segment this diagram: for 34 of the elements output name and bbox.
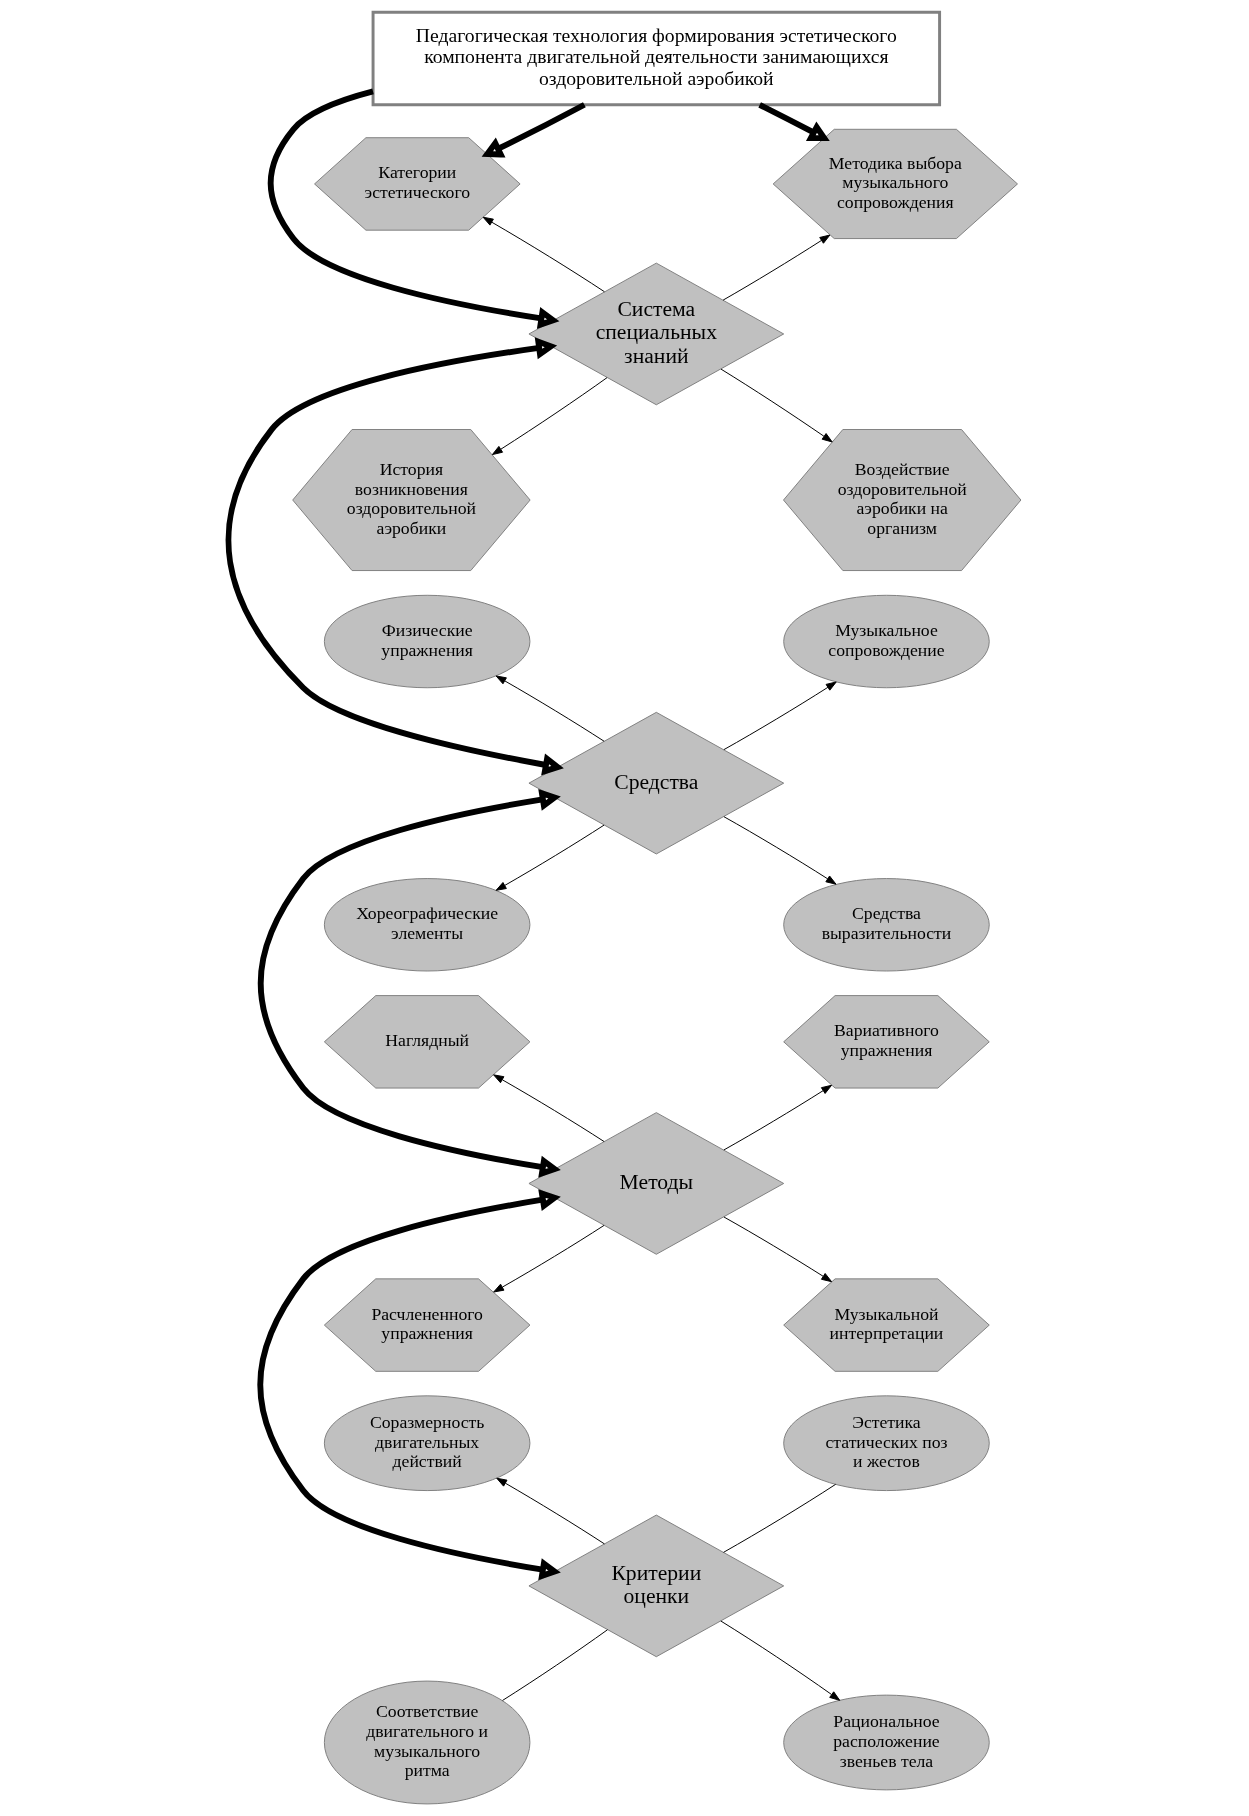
arrow (496, 1477, 605, 1545)
arrow (722, 234, 831, 301)
node-diamond: Система специальных знаний (528, 262, 785, 406)
arrow (493, 1074, 605, 1143)
arrow (257, 1189, 561, 1581)
arrow (723, 1084, 833, 1151)
arrow (491, 377, 608, 456)
arrow (495, 824, 605, 891)
arrow (723, 681, 837, 751)
node-diamond: Методы (528, 1112, 785, 1255)
node-ellipse: Средства выразительности (783, 878, 990, 972)
node-diamond: Критерии оценки (528, 1514, 785, 1658)
arrow (723, 816, 837, 885)
arrow (482, 216, 605, 293)
node-ellipse: Соответствие двигательного и музыкального ритма (323, 1680, 531, 1805)
connector (723, 1483, 837, 1553)
node-ellipse: Эстетика статических поз и жестов (783, 1395, 990, 1492)
arrow (758, 102, 830, 142)
node-ellipse: Соразмерность двигательных действий (323, 1395, 531, 1492)
node-ellipse: Физические упражнения (323, 594, 531, 689)
arrow (267, 88, 560, 329)
node-diamond: Средства (528, 711, 785, 855)
arrow (720, 1620, 841, 1701)
arrow (720, 368, 833, 443)
arrow (258, 788, 561, 1178)
node-box: Педагогическая технология формирования эстетического компонента двигательной деятельности занимающихся оздоровительной аэробикой (371, 10, 942, 107)
connector (502, 1629, 608, 1701)
node-ellipse: Рациональное расположение звеньев тела (783, 1694, 990, 1791)
arrow (225, 337, 564, 776)
arrow (481, 102, 586, 158)
node-ellipse: Хореографические элементы (323, 878, 531, 972)
arrow (495, 675, 605, 742)
arrow (493, 1224, 605, 1293)
arrow (723, 1216, 833, 1283)
